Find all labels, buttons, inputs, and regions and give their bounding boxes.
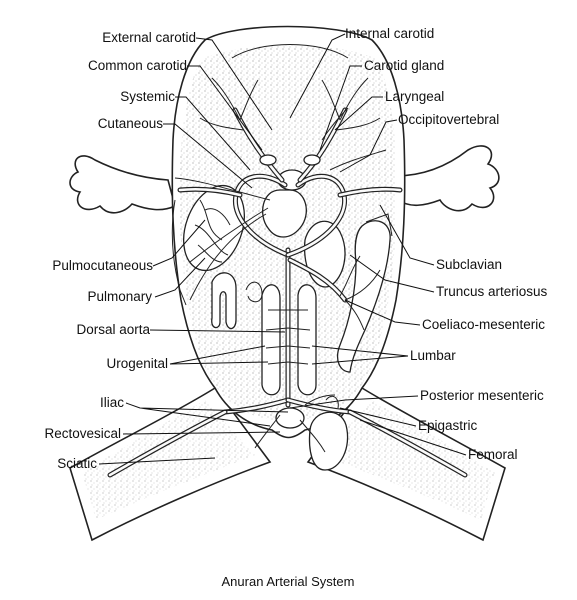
bladder (308, 411, 349, 471)
right-kidney (297, 284, 317, 396)
label-external-carotid: External carotid (102, 30, 196, 45)
label-urogenital: Urogenital (106, 356, 168, 371)
label-coeliaco-mesenteric: Coeliaco-mesenteric (422, 317, 545, 332)
left-arm (69, 155, 176, 214)
label-occipitovertebral: Occipitovertebral (398, 112, 499, 127)
label-carotid-gland: Carotid gland (364, 58, 444, 73)
label-femoral: Femoral (468, 447, 518, 462)
label-pulmocutaneous: Pulmocutaneous (52, 258, 153, 273)
label-internal-carotid: Internal carotid (345, 26, 434, 41)
label-subclavian: Subclavian (436, 257, 502, 272)
jaw-line (231, 44, 349, 59)
left-lung (183, 184, 245, 272)
label-posterior-mesenteric: Posterior mesenteric (420, 388, 544, 403)
label-laryngeal: Laryngeal (385, 89, 444, 104)
label-pulmonary: Pulmonary (87, 289, 152, 304)
right-leg-shading (322, 400, 495, 520)
intestine (211, 272, 237, 330)
label-cutaneous: Cutaneous (98, 116, 164, 131)
label-lumbar: Lumbar (410, 348, 456, 363)
left-kidney (261, 284, 281, 396)
labels-right: Internal carotid Carotid gland Laryngeal… (345, 26, 548, 462)
label-truncus-arteriosus: Truncus arteriosus (436, 284, 548, 299)
label-common-carotid: Common carotid (88, 58, 187, 73)
label-systemic: Systemic (120, 89, 175, 104)
leader-lines (98, 33, 467, 465)
label-rectovesical: Rectovesical (44, 426, 121, 441)
heart (262, 189, 307, 238)
label-dorsal-aorta: Dorsal aorta (76, 322, 150, 337)
rectum (275, 407, 305, 429)
organs (183, 169, 393, 471)
right-arm (394, 145, 500, 212)
label-sciatic: Sciatic (57, 456, 97, 471)
labels-left: External carotid Common carotid Systemic… (44, 30, 196, 471)
figure-caption: Anuran Arterial System (222, 574, 355, 589)
label-epigastric: Epigastric (418, 418, 478, 433)
label-iliac: Iliac (100, 395, 124, 410)
